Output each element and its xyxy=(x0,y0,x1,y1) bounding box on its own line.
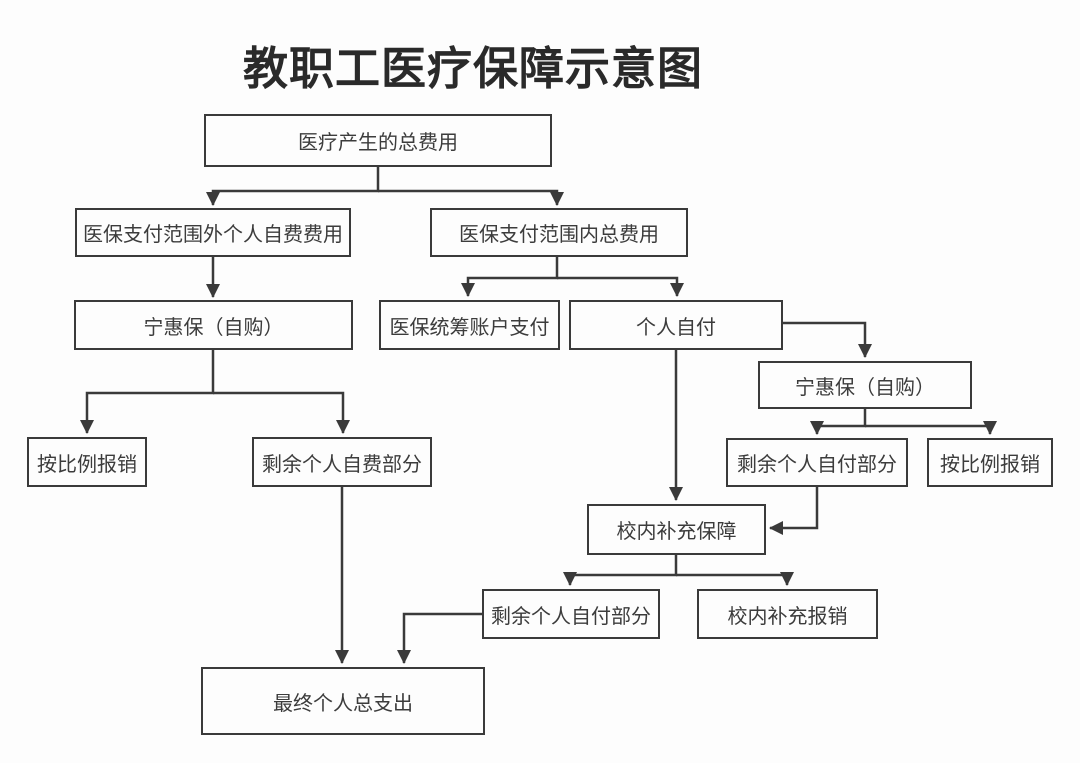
node-total-medical-fee: 医疗产生的总费用 xyxy=(204,114,552,167)
node-remaining-self-fee: 剩余个人自费部分 xyxy=(252,437,432,487)
node-ninghuibao-right: 宁惠保（自购） xyxy=(758,361,972,409)
node-campus-supplement-insurance: 校内补充保障 xyxy=(587,504,766,555)
node-remaining-self-pay-upper: 剩余个人自付部分 xyxy=(726,438,908,487)
node-final-personal-total: 最终个人总支出 xyxy=(201,667,485,735)
node-pooled-account-payment: 医保统筹账户支付 xyxy=(379,300,560,350)
node-personal-self-pay: 个人自付 xyxy=(569,300,783,350)
node-campus-supplement-reimburse: 校内补充报销 xyxy=(697,589,878,639)
flowchart-title: 教职工医疗保障示意图 xyxy=(242,43,703,94)
node-ninghuibao-left: 宁惠保（自购） xyxy=(74,300,353,350)
node-outside-scope-self-fee: 医保支付范围外个人自费费用 xyxy=(75,208,351,257)
node-inside-scope-total-fee: 医保支付范围内总费用 xyxy=(430,208,688,257)
node-proportional-reimburse-left: 按比例报销 xyxy=(27,437,147,487)
node-remaining-self-pay-lower: 剩余个人自付部分 xyxy=(482,589,660,639)
node-proportional-reimburse-right: 按比例报销 xyxy=(927,438,1053,487)
